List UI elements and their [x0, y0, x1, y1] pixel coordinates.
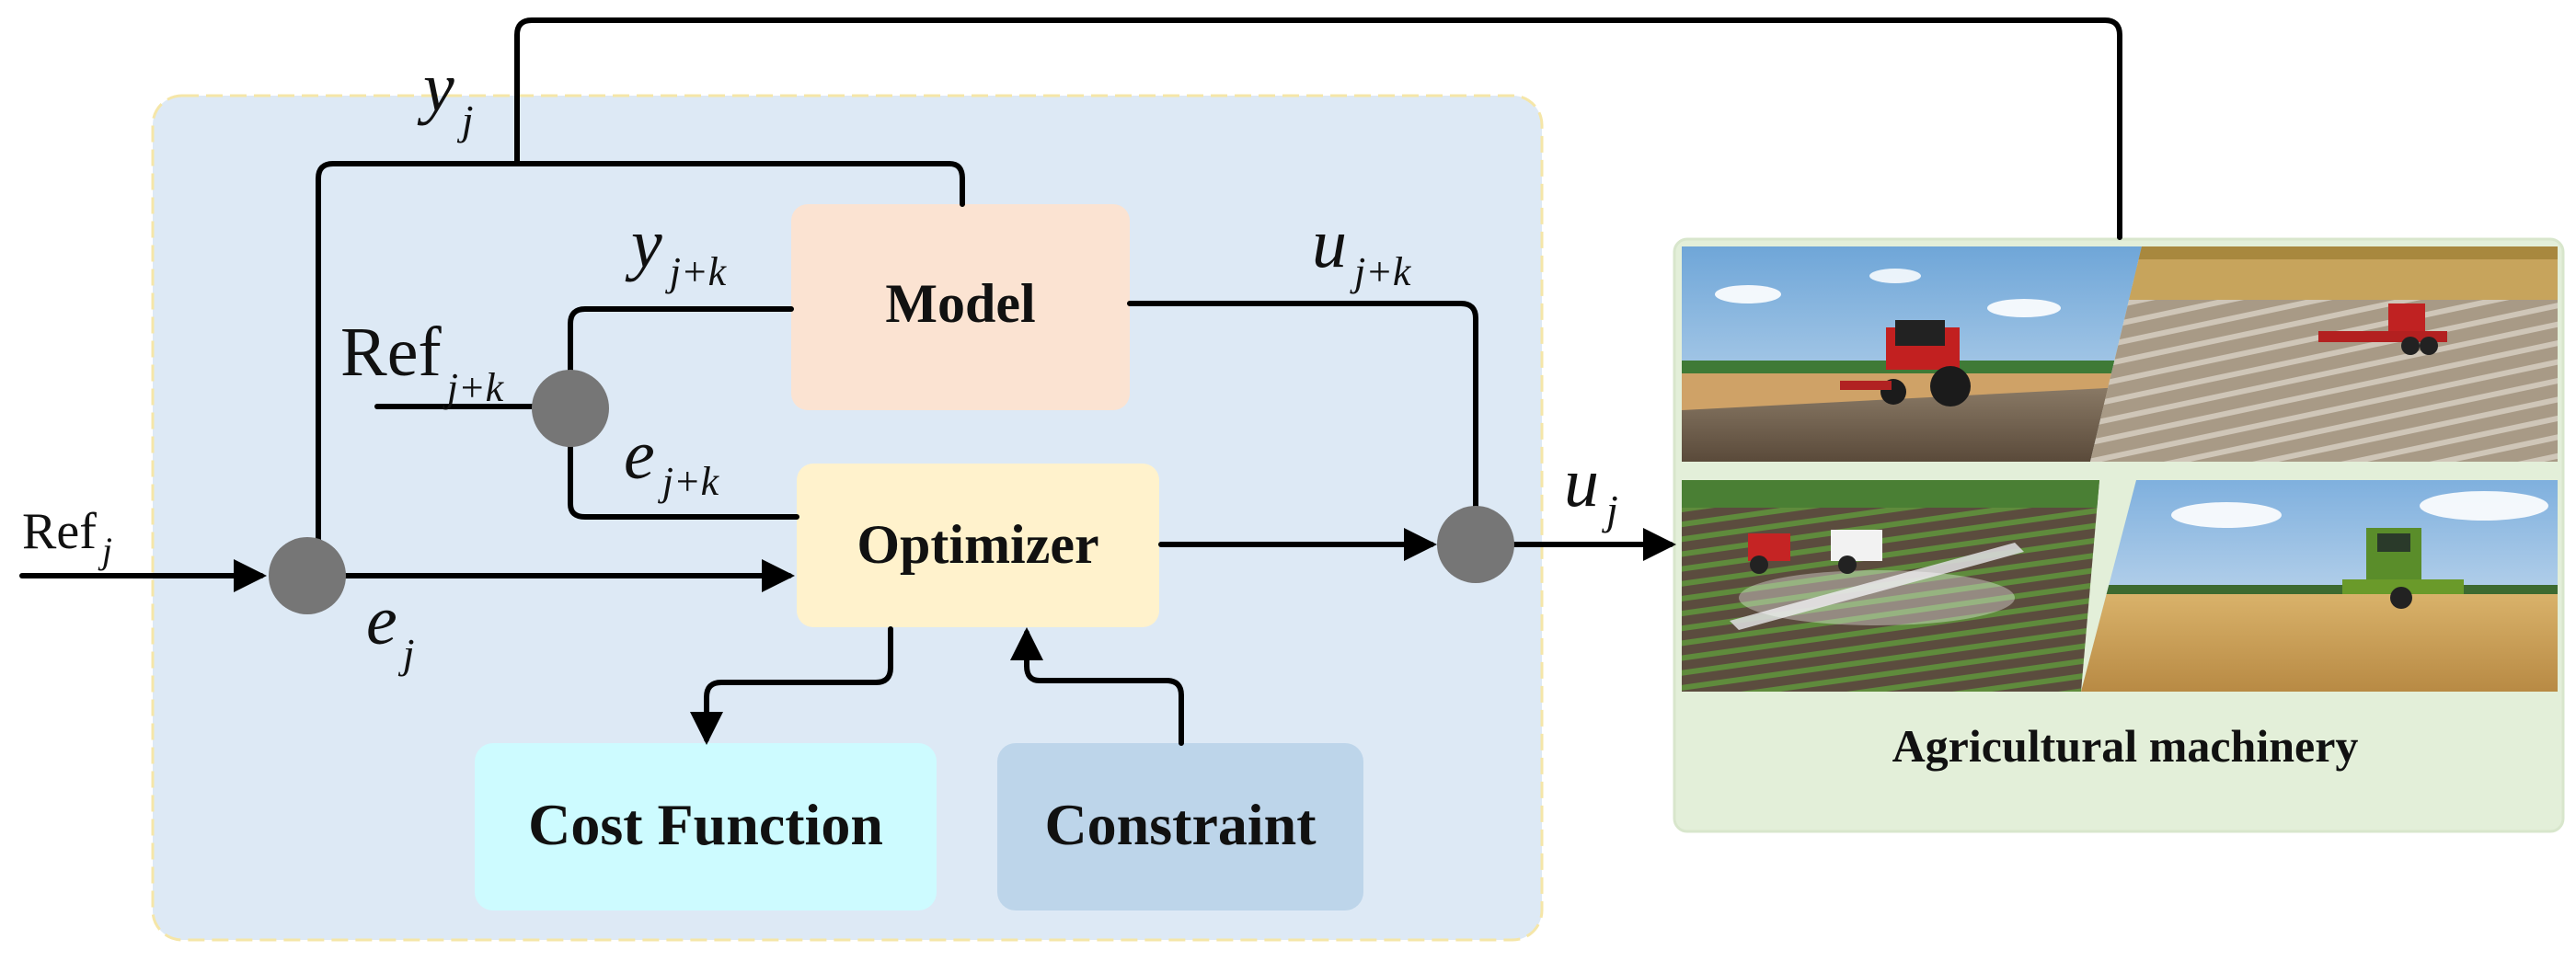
- constraint-block[interactable]: [997, 743, 1363, 910]
- summing-junction-main: [269, 537, 346, 614]
- cost-function-wire: [690, 626, 893, 745]
- optimizer-label: Optimizer: [857, 514, 1098, 575]
- plant-label: Agricultural machinery: [1892, 720, 2359, 772]
- output-junction: [1437, 506, 1514, 583]
- cost-function-block[interactable]: [475, 743, 937, 910]
- cost-function-label: Cost Function: [528, 792, 883, 857]
- feedback-wire-inner: [316, 161, 965, 555]
- photo-divider: [1682, 462, 2558, 480]
- photo-seeder-planting: [2090, 246, 2558, 462]
- photo-crop-sprayer: [1682, 480, 2099, 692]
- constraint-label: Constraint: [1044, 792, 1317, 857]
- u-jk-wire: [1127, 301, 1478, 514]
- photo-tractor-plowing: [1682, 246, 2142, 462]
- model-label: Model: [885, 273, 1035, 334]
- constraint-wire: [1010, 627, 1184, 746]
- model-block[interactable]: [791, 204, 1130, 410]
- optimizer-block[interactable]: [797, 464, 1159, 627]
- e-jk-wire: [568, 442, 799, 520]
- photo-combine-harvester: [2081, 480, 2558, 692]
- y-jk-wire: [568, 306, 794, 372]
- feedback-wire-top: [514, 17, 2122, 240]
- summing-junction-inner: [532, 370, 609, 447]
